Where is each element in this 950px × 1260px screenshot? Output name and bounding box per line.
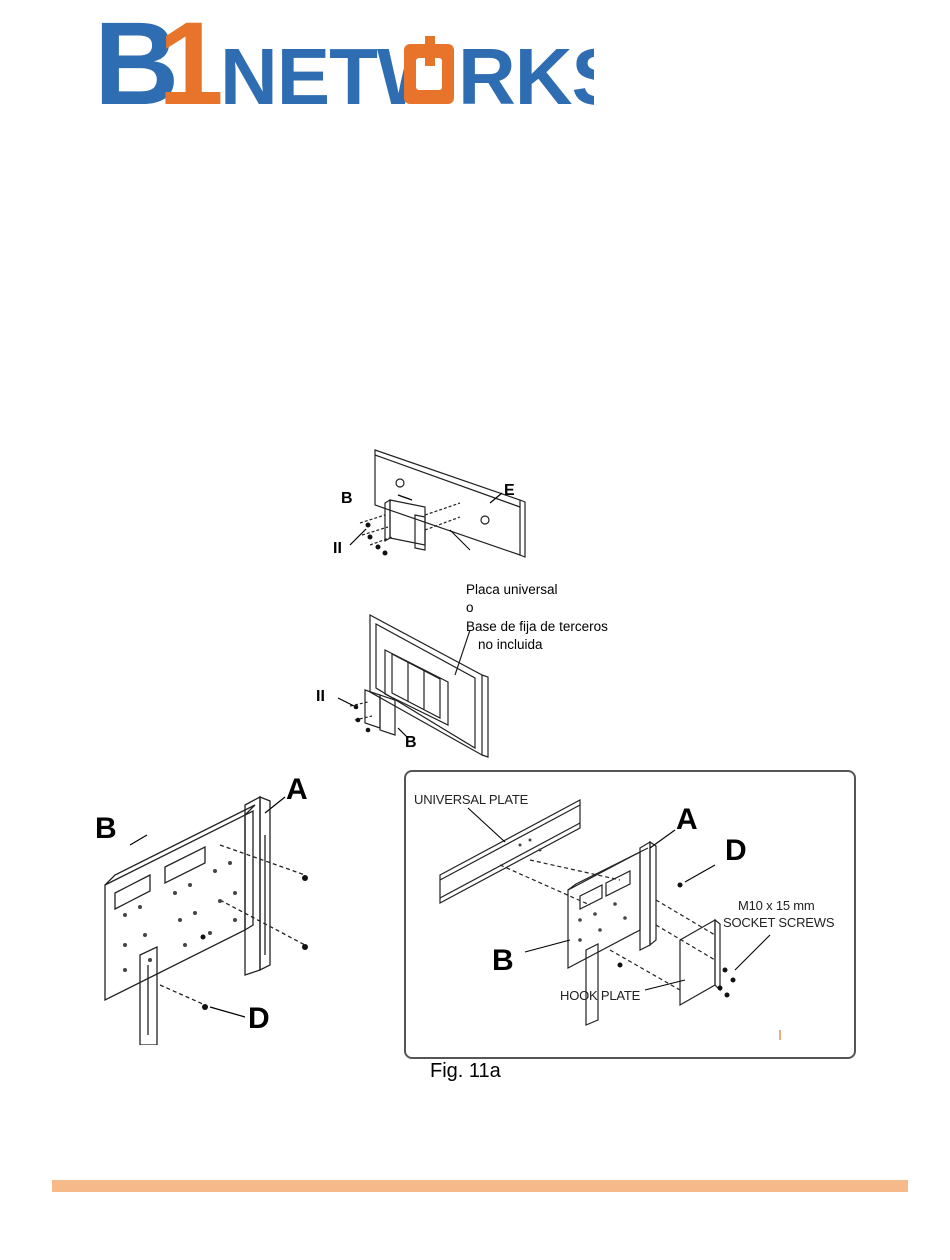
screws-spec-label: M10 x 15 mm: [738, 898, 815, 913]
figure-caption: Fig. 11a: [430, 1060, 501, 1083]
footer-bar: [52, 1180, 908, 1192]
label-d-right: D: [725, 834, 747, 868]
label-e: E: [504, 482, 515, 500]
label-ii-top: II: [333, 540, 342, 558]
label-b-left: B: [95, 812, 117, 846]
socket-screws-label: SOCKET SCREWS: [723, 915, 834, 930]
figure-universal-plate-bracket: [330, 445, 550, 570]
note-line-1: Placa universal: [466, 581, 558, 598]
logo-o-icon: [404, 36, 454, 104]
b1-networks-logo: B 1 NETW RKS: [94, 8, 594, 110]
logo-rks: RKS: [458, 32, 594, 110]
label-a-right: A: [676, 803, 698, 837]
label-b-top: B: [341, 490, 353, 508]
label-a-left: A: [286, 773, 308, 807]
figure-bracket-assembly: [95, 775, 335, 1045]
label-b-right: B: [492, 944, 514, 978]
hook-plate-label: HOOK PLATE: [560, 988, 640, 1003]
logo-1: 1: [158, 8, 224, 110]
label-ii-mid: II: [316, 688, 325, 706]
universal-plate-label: UNIVERSAL PLATE: [414, 792, 528, 807]
label-b-mid: B: [405, 734, 417, 752]
label-d-left: D: [248, 1002, 270, 1036]
